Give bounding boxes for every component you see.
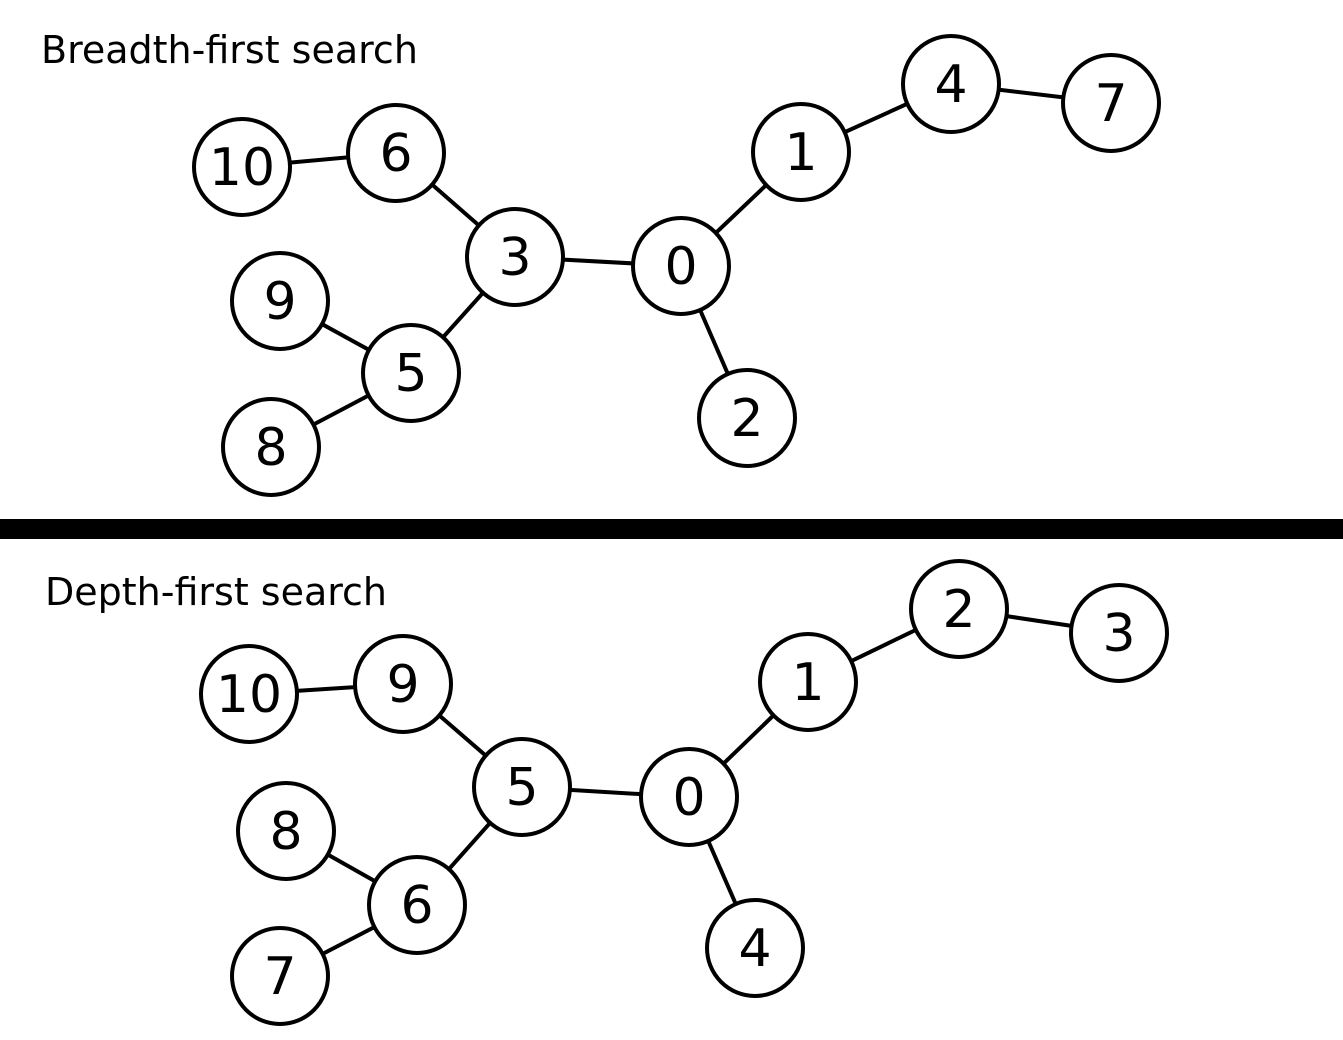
- bfs-title: Breadth-first search: [41, 28, 418, 72]
- bfs-node-circle: [346, 103, 446, 203]
- bfs-tree: 0 1 2 3 4 5 6 7 8 9 10: [192, 34, 1161, 497]
- bfs-node-circle: [361, 323, 461, 423]
- bfs-node-label: 7: [1094, 74, 1127, 134]
- dfs-node-9: 9: [353, 634, 453, 734]
- bfs-node-label: 8: [254, 418, 287, 478]
- bfs-node-circle: [465, 207, 565, 307]
- bfs-node-5: 5: [361, 323, 461, 423]
- dfs-node-label: 0: [672, 768, 705, 828]
- bfs-node-circle: [192, 117, 292, 217]
- dfs-title: Depth-first search: [45, 570, 388, 614]
- bfs-node-circle: [230, 251, 330, 351]
- dfs-node-circle: [639, 747, 739, 847]
- dfs-node-6: 6: [367, 855, 467, 955]
- dfs-node-10: 10: [199, 644, 299, 744]
- dfs-node-label: 7: [263, 947, 296, 1007]
- bfs-node-label: 5: [394, 344, 427, 404]
- panel-divider: [0, 519, 1343, 539]
- dfs-node-circle: [705, 898, 805, 998]
- bfs-node-2: 2: [697, 368, 797, 468]
- dfs-node-circle: [758, 632, 858, 732]
- bfs-node-label: 1: [784, 123, 817, 183]
- dfs-node-label: 9: [386, 655, 419, 715]
- bfs-node-label: 0: [664, 237, 697, 297]
- bfs-node-label: 3: [498, 228, 531, 288]
- dfs-node-label: 4: [738, 919, 771, 979]
- dfs-node-circle: [236, 781, 336, 881]
- bfs-node-7: 7: [1061, 53, 1161, 153]
- bfs-node-circle: [697, 368, 797, 468]
- dfs-node-circle: [472, 737, 572, 837]
- dfs-node-circle: [909, 559, 1009, 659]
- bfs-node-8: 8: [221, 397, 321, 497]
- dfs-tree: 0 1 2 3 4 5 6 7 8 9 10: [199, 559, 1169, 1026]
- dfs-node-1: 1: [758, 632, 858, 732]
- dfs-node-label: 6: [400, 876, 433, 936]
- bfs-node-0: 0: [631, 216, 731, 316]
- dfs-node-0: 0: [639, 747, 739, 847]
- dfs-node-circle: [353, 634, 453, 734]
- dfs-node-7: 7: [230, 926, 330, 1026]
- bfs-node-circle: [751, 102, 851, 202]
- dfs-node-3: 3: [1069, 583, 1169, 683]
- bfs-node-circle: [1061, 53, 1161, 153]
- bfs-node-3: 3: [465, 207, 565, 307]
- bfs-node-circle: [221, 397, 321, 497]
- dfs-node-8: 8: [236, 781, 336, 881]
- dfs-node-label: 10: [216, 665, 282, 725]
- dfs-node-circle: [1069, 583, 1169, 683]
- bfs-node-circle: [631, 216, 731, 316]
- dfs-node-circle: [230, 926, 330, 1026]
- bfs-node-6: 6: [346, 103, 446, 203]
- bfs-node-circle: [901, 34, 1001, 134]
- dfs-node-label: 3: [1102, 604, 1135, 664]
- dfs-node-4: 4: [705, 898, 805, 998]
- bfs-node-label: 4: [934, 55, 967, 115]
- dfs-node-circle: [367, 855, 467, 955]
- dfs-node-label: 2: [942, 580, 975, 640]
- bfs-node-label: 2: [730, 389, 763, 449]
- dfs-node-5: 5: [472, 737, 572, 837]
- bfs-node-label: 6: [379, 124, 412, 184]
- bfs-node-label: 10: [209, 138, 275, 198]
- dfs-node-2: 2: [909, 559, 1009, 659]
- dfs-node-label: 5: [505, 758, 538, 818]
- bfs-node-1: 1: [751, 102, 851, 202]
- dfs-node-circle: [199, 644, 299, 744]
- dfs-node-label: 1: [791, 653, 824, 713]
- bfs-node-4: 4: [901, 34, 1001, 134]
- bfs-node-10: 10: [192, 117, 292, 217]
- dfs-node-label: 8: [269, 802, 302, 862]
- bfs-node-label: 9: [263, 272, 296, 332]
- bfs-node-9: 9: [230, 251, 330, 351]
